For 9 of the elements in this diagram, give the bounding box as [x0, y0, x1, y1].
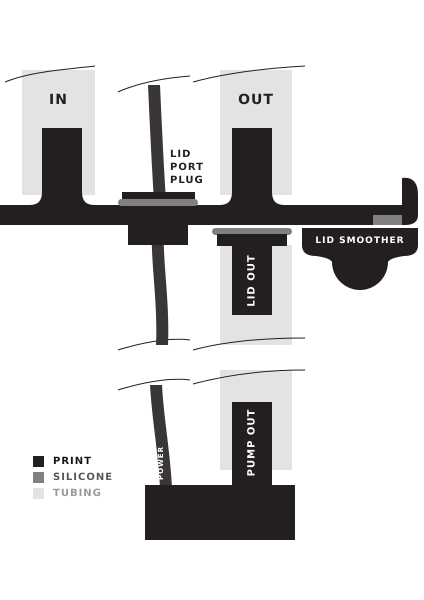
- part-label: LID SMOOTHER: [315, 236, 405, 246]
- part-label: LID PORT PLUG: [170, 148, 205, 187]
- part-label: OUT: [238, 92, 274, 108]
- part-label: PUMP OUT: [246, 408, 258, 476]
- legend-label: SILICONE: [53, 472, 114, 483]
- legend-label: PRINT: [53, 456, 92, 467]
- part-label: LID OUT: [246, 254, 258, 306]
- legend-label: TUBING: [53, 488, 102, 499]
- part-label: IN: [49, 92, 68, 108]
